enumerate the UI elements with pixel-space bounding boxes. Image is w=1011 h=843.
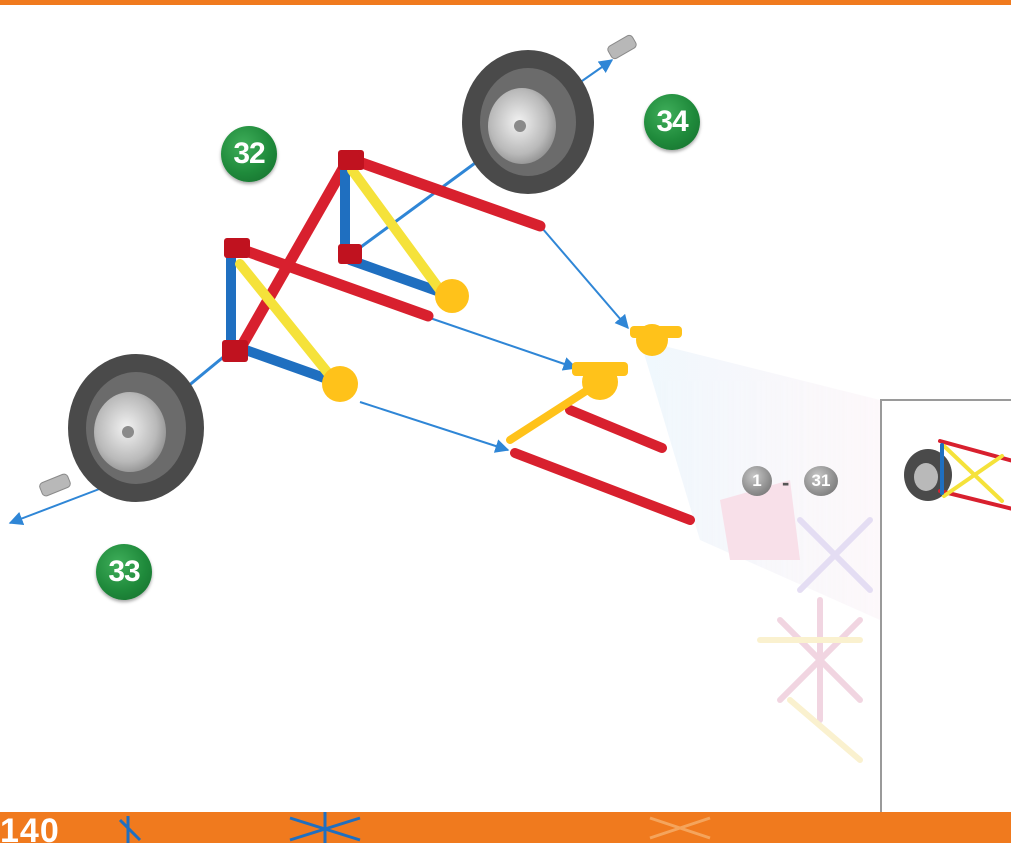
page-number: 140 — [0, 814, 60, 843]
footer-decorations — [0, 812, 1011, 843]
inset-model-illustration — [882, 401, 1011, 843]
range-dash: - — [782, 470, 789, 496]
wheel-left — [68, 354, 204, 502]
bottom-orange-bar — [0, 812, 1011, 843]
faded-model-background — [640, 340, 880, 760]
frame-rods — [231, 158, 690, 520]
step-badge-32: 32 — [221, 126, 277, 182]
step-badge-34: 34 — [644, 94, 700, 150]
step-badge-33: 33 — [96, 544, 152, 600]
inset-preview-panel — [880, 399, 1011, 843]
range-start-badge: 1 — [742, 466, 772, 496]
range-end-badge: 31 — [804, 466, 838, 496]
wheel-right — [462, 50, 594, 194]
